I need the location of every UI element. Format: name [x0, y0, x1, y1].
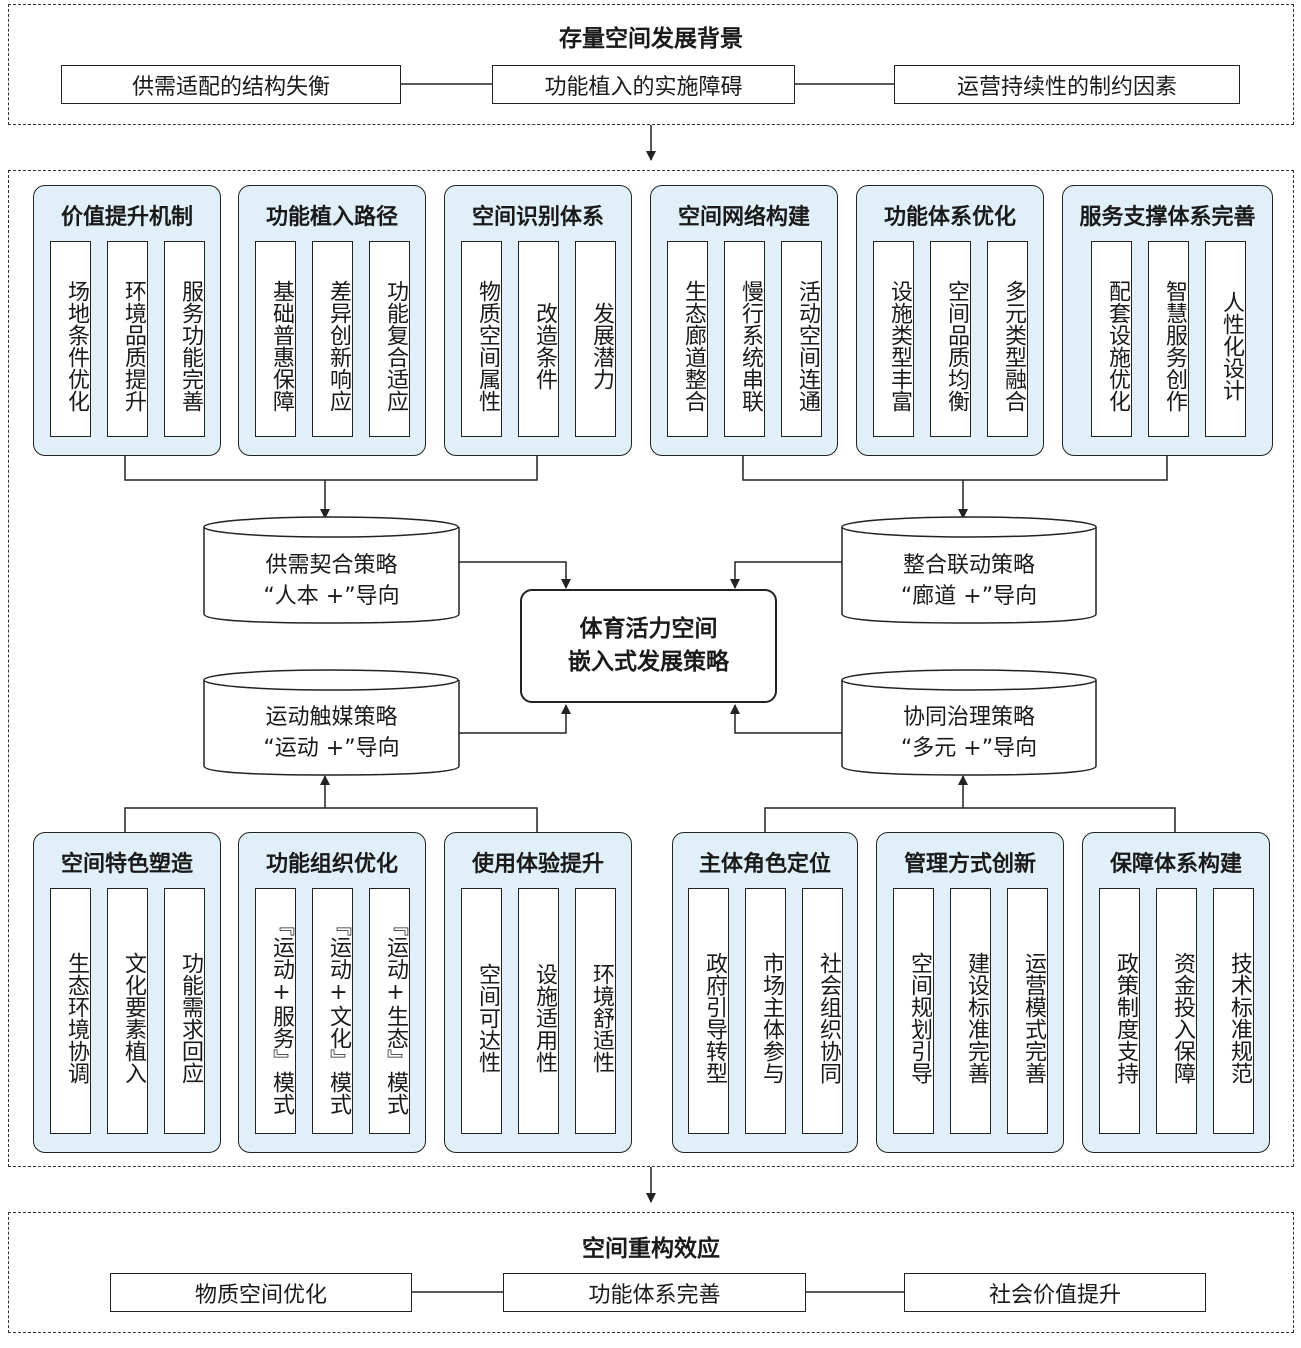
col-item: 政府引导转型	[688, 888, 729, 1134]
group-service-support: 服务支撑体系完善 配套设施优化 智慧服务创作 人性化设计	[1062, 185, 1273, 456]
col-item: 空间品质均衡	[930, 241, 971, 437]
col-item: 生态廊道整合	[667, 241, 708, 437]
background-item-1: 供需适配的结构失衡	[61, 65, 401, 104]
cylinder-top-left	[203, 516, 460, 624]
group-function-system: 功能体系优化 设施类型丰富 空间品质均衡 多元类型融合	[856, 185, 1044, 456]
col-item: 环境品质提升	[107, 241, 148, 437]
center-title-line1: 体育活力空间	[579, 616, 718, 642]
col-item: 服务功能完善	[164, 241, 205, 437]
bracket-lower-left	[124, 807, 538, 832]
col-item: 文化要素植入	[107, 888, 148, 1134]
group-value-upgrade: 价值提升机制 场地条件优化 环境品质提升 服务功能完善	[33, 185, 221, 456]
group-function-organize: 功能组织优化 『运动+服务』模式 『运动+文化』模式 『运动+生态』模式	[238, 832, 426, 1153]
col-item: 功能复合适应	[369, 241, 410, 437]
bracket-upper-right	[742, 456, 1168, 481]
col-item: 市场主体参与	[745, 888, 786, 1134]
strategy-bottom-left: 运动触媒策略 “运动 +”导向	[263, 705, 400, 761]
col-item: 发展潜力	[575, 241, 616, 437]
arrow-tl-to-center	[459, 561, 571, 589]
strategy-top-right: 整合联动策略 “廊道 +”导向	[900, 553, 1038, 609]
group-guarantee-system: 保障体系构建 政策制度支持 资金投入保障 技术标准规范	[1082, 832, 1270, 1153]
col-item: 活动空间连通	[781, 241, 822, 437]
group-management-innovate: 管理方式创新 空间规划引导 建设标准完善 运营模式完善	[876, 832, 1064, 1153]
col-item: 政策制度支持	[1099, 888, 1140, 1134]
strategy-section	[8, 170, 1294, 1167]
group-actor-role: 主体角色定位 政府引导转型 市场主体参与 社会组织协同	[672, 832, 858, 1153]
col-item: 场地条件优化	[50, 241, 91, 437]
col-item: 配套设施优化	[1091, 241, 1132, 437]
bracket-upper-left	[124, 456, 538, 481]
col-item: 空间规划引导	[893, 888, 934, 1134]
effect-item-1: 物质空间优化	[110, 1273, 412, 1312]
effect-item-2: 功能体系完善	[503, 1273, 806, 1312]
group-user-experience: 使用体验提升 空间可达性 设施适用性 环境舒适性	[444, 832, 632, 1153]
col-item: 环境舒适性	[575, 888, 616, 1134]
col-item: 『运动+文化』模式	[312, 888, 353, 1134]
group-space-identify: 空间识别体系 物质空间属性 改造条件 发展潜力	[444, 185, 632, 456]
effect-item-3: 社会价值提升	[904, 1273, 1206, 1312]
center-strategy-box: 体育活力空间 嵌入式发展策略	[520, 589, 777, 703]
col-item: 『运动+生态』模式	[369, 888, 410, 1134]
group-function-path: 功能植入路径 基础普惠保障 差异创新响应 功能复合适应	[238, 185, 426, 456]
arrow-bl-to-center	[459, 704, 571, 734]
group-space-feature: 空间特色塑造 生态环境协调 文化要素植入 功能需求回应	[33, 832, 221, 1153]
cylinder-bottom-left	[203, 669, 460, 776]
effect-title: 空间重构效应	[582, 1236, 720, 1262]
effect-section: 空间重构效应	[8, 1212, 1294, 1333]
strategy-top-left: 供需契合策略 “人本 +”导向	[263, 553, 400, 609]
center-title-line2: 嵌入式发展策略	[568, 649, 729, 675]
col-item: 基础普惠保障	[255, 241, 296, 437]
cylinder-top-right	[841, 516, 1097, 624]
col-item: 资金投入保障	[1156, 888, 1197, 1134]
col-item: 运营模式完善	[1007, 888, 1048, 1134]
arrow-br-to-center	[730, 704, 842, 734]
col-item: 建设标准完善	[950, 888, 991, 1134]
col-item: 设施类型丰富	[873, 241, 914, 437]
col-item: 功能需求回应	[164, 888, 205, 1134]
col-item: 改造条件	[518, 241, 559, 437]
col-item: 『运动+服务』模式	[255, 888, 296, 1134]
background-item-2: 功能植入的实施障碍	[492, 65, 795, 104]
col-item: 人性化设计	[1205, 241, 1246, 437]
col-item: 社会组织协同	[802, 888, 843, 1134]
group-space-network: 空间网络构建 生态廊道整合 慢行系统串联 活动空间连通	[650, 185, 838, 456]
col-item: 差异创新响应	[312, 241, 353, 437]
col-item: 慢行系统串联	[724, 241, 765, 437]
col-item: 设施适用性	[518, 888, 559, 1134]
col-item: 技术标准规范	[1213, 888, 1254, 1134]
col-item: 物质空间属性	[461, 241, 502, 437]
background-section: 存量空间发展背景	[8, 4, 1294, 125]
col-item: 多元类型融合	[987, 241, 1028, 437]
arrow-tr-to-center	[730, 561, 842, 589]
col-item: 空间可达性	[461, 888, 502, 1134]
strategy-bottom-right: 协同治理策略 “多元 +”导向	[900, 705, 1038, 761]
bracket-lower-right	[764, 807, 1176, 832]
cylinder-bottom-right	[841, 669, 1097, 776]
background-title: 存量空间发展背景	[559, 26, 743, 52]
col-item: 智慧服务创作	[1148, 241, 1189, 437]
col-item: 生态环境协调	[50, 888, 91, 1134]
background-item-3: 运营持续性的制约因素	[894, 65, 1240, 104]
